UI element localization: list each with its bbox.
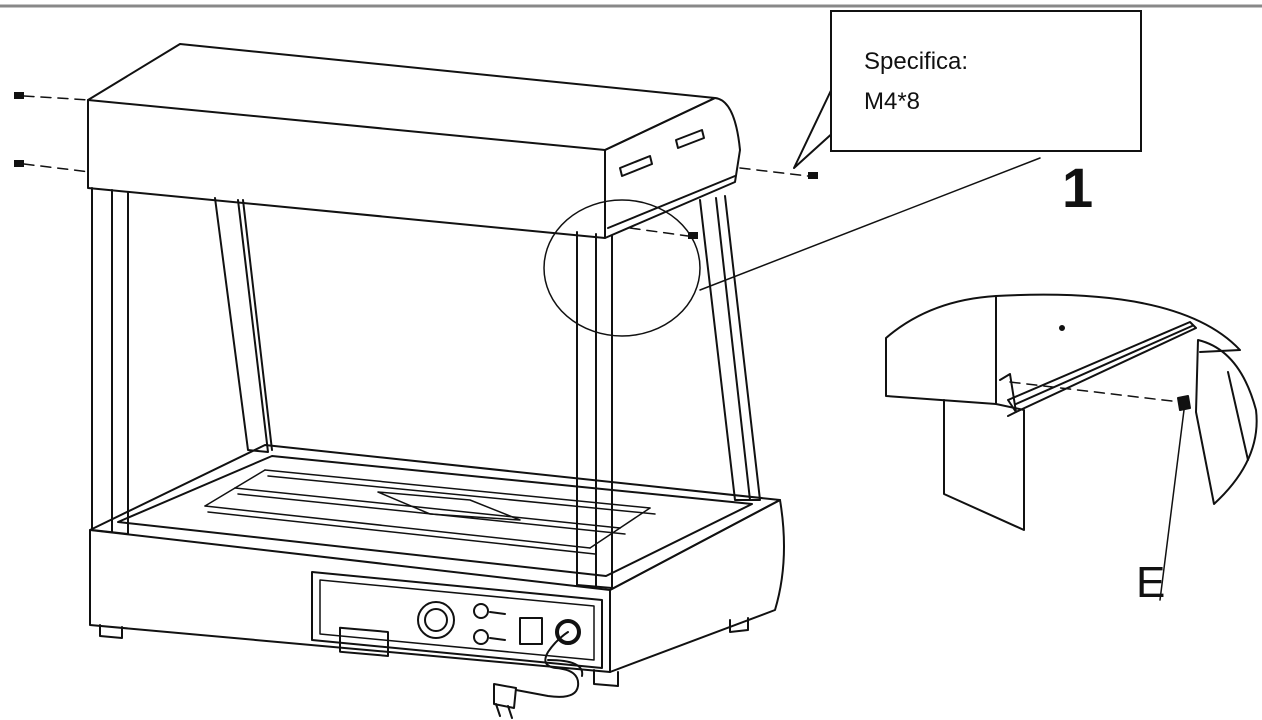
screw-lines xyxy=(23,95,1181,403)
callout-spec-label: Specifica: xyxy=(864,48,969,75)
step-number: 1 xyxy=(1062,156,1094,219)
base-front xyxy=(89,529,611,673)
detail-screw xyxy=(1177,395,1191,411)
canopy-front xyxy=(87,99,606,239)
power-cord xyxy=(515,631,580,698)
indicator-light xyxy=(473,603,489,619)
canopy-vent xyxy=(619,155,653,177)
detail-rail xyxy=(1007,321,1197,413)
canopy-top xyxy=(87,43,716,151)
power-switch xyxy=(519,617,543,645)
rear-right-post xyxy=(699,195,761,501)
detail-circle xyxy=(543,199,701,337)
detail-post-panel xyxy=(1195,339,1258,505)
tray-center-opening xyxy=(377,491,521,521)
part-label-e: E xyxy=(1136,558,1166,607)
screw-spec-callout: Specifica: M4*8 xyxy=(830,10,1142,152)
control-knob xyxy=(417,601,455,639)
front-right-post xyxy=(576,231,613,589)
detail-leader xyxy=(699,157,1041,291)
temperature-display xyxy=(339,626,389,657)
part-e-leader xyxy=(1159,409,1185,601)
base-side xyxy=(609,499,785,673)
callout-pointer xyxy=(793,79,837,169)
front-left-post xyxy=(91,187,129,535)
rear-left-post xyxy=(214,197,269,453)
detail-side-panel xyxy=(943,295,1025,531)
tray-top xyxy=(89,444,781,591)
canopy-vent xyxy=(675,129,705,149)
detail-bracket xyxy=(999,373,1017,417)
tray-slots xyxy=(204,469,656,555)
screw xyxy=(14,92,818,239)
plug xyxy=(493,683,517,709)
cord-inlet xyxy=(555,619,581,645)
detail-canopy-panel xyxy=(885,295,997,405)
control-panel xyxy=(311,571,603,669)
indicator-light xyxy=(473,629,489,645)
canopy-side xyxy=(604,97,741,239)
callout-spec-value: M4*8 xyxy=(864,88,921,115)
